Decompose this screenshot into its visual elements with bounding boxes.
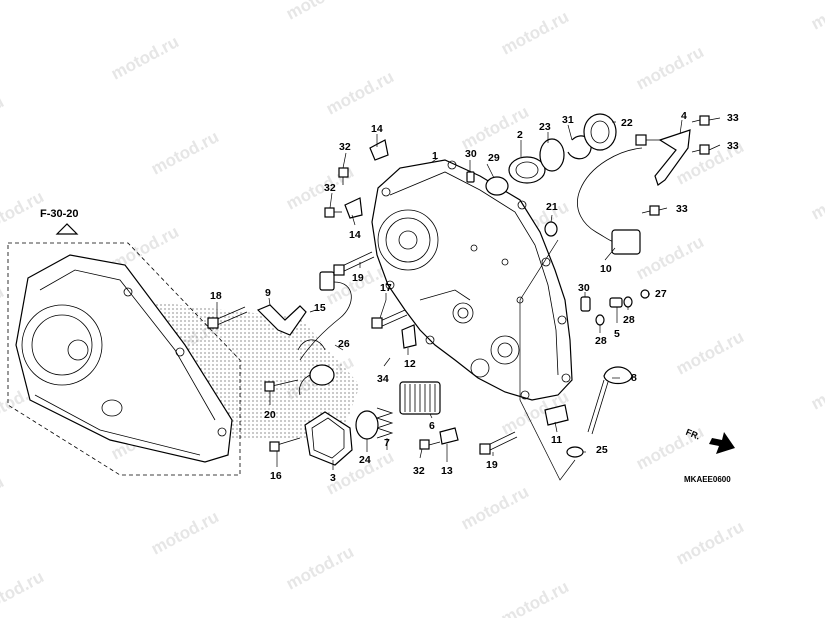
front-arrow-icon — [709, 432, 735, 454]
callout-number: 19 — [352, 272, 364, 284]
diagram-code: MKAEE0600 — [684, 475, 731, 484]
callout-number: 7 — [384, 437, 390, 449]
watermark-text: motod.ru — [108, 32, 182, 83]
callout-number: 11 — [551, 434, 562, 446]
callout-number: 3 — [330, 472, 336, 484]
callout-number: 15 — [314, 302, 326, 314]
bolts — [207, 115, 710, 455]
callout-number: 14 — [371, 123, 383, 135]
callout-number: 20 — [264, 409, 276, 421]
callout-number: 13 — [441, 465, 453, 477]
callout-number: 28 — [595, 335, 607, 347]
callout-number: 24 — [359, 454, 371, 466]
left-cover — [15, 254, 233, 463]
watermark-text: motod.ru — [808, 362, 825, 413]
callout-number: 8 — [631, 372, 637, 384]
callout-number: 31 — [562, 114, 574, 126]
callout-number: 30 — [465, 148, 477, 160]
callout-number: 9 — [265, 287, 271, 299]
oil-filter — [399, 381, 441, 415]
dipstick — [566, 366, 633, 458]
callout-number: 4 — [681, 110, 687, 122]
watermark-text: motod.ru — [148, 507, 222, 558]
o-ring-24 — [355, 410, 379, 440]
callout-number: 27 — [655, 288, 667, 300]
callout-number: 26 — [338, 338, 350, 350]
watermark-text: motod.ru — [808, 172, 825, 223]
watermark-text: motod.ru — [673, 327, 747, 378]
watermark-text: motod.ru — [458, 482, 532, 533]
callout-number: 32 — [324, 182, 336, 194]
callout-number: 12 — [404, 358, 416, 370]
small-brackets — [344, 139, 569, 445]
callout-number: 17 — [380, 282, 392, 294]
sensor — [297, 271, 352, 396]
callout-number: 6 — [429, 420, 435, 432]
watermark-text: motod.ru — [633, 42, 707, 93]
reference-boundary — [7, 242, 241, 476]
callout-number: 21 — [546, 201, 558, 213]
spring — [375, 407, 394, 439]
watermark-text: motod.ru — [283, 542, 357, 593]
watermark-text: motod.ru — [633, 232, 707, 283]
callout-number: 33 — [727, 140, 739, 152]
callout-number: 19 — [486, 459, 498, 471]
callout-number: 32 — [413, 465, 425, 477]
watermark-text: motod.ru — [0, 92, 7, 143]
bracket — [256, 304, 307, 336]
watermark-text: motod.ru — [148, 127, 222, 178]
callout-number: 10 — [600, 263, 612, 275]
callout-number: 28 — [623, 314, 635, 326]
callout-number: 33 — [727, 112, 739, 124]
rings-bearing — [485, 113, 617, 237]
callout-number: 16 — [270, 470, 282, 482]
reference-label: F-30-20 — [40, 208, 79, 220]
callout-number: 5 — [614, 328, 620, 340]
watermark-text: motod.ru — [283, 0, 357, 24]
watermark-text: motod.ru — [323, 67, 397, 118]
leader-lines — [216, 117, 721, 481]
callout-number: 25 — [596, 444, 608, 456]
watermark-text: motod.ru — [673, 517, 747, 568]
callout-number: 2 — [517, 129, 523, 141]
callout-number: 14 — [349, 229, 361, 241]
reference-up-arrow-icon — [55, 223, 79, 235]
watermark-text: motod.ru — [808, 0, 825, 34]
callout-number: 22 — [621, 117, 633, 129]
callout-number: 1 — [432, 150, 438, 162]
callout-number: 30 — [578, 282, 590, 294]
callout-number: 32 — [339, 141, 351, 153]
callout-number: 23 — [539, 121, 551, 133]
watermark-text: motod.ru — [0, 282, 7, 333]
watermark-text: motod.ru — [0, 472, 7, 523]
watermark-text: motod.ru — [498, 7, 572, 58]
callout-number: 34 — [377, 373, 389, 385]
callout-layer: 1 2 3 4 5 6 7 8 9 10 11 12 13 14 14 15 1… — [210, 110, 739, 484]
wire-harness — [577, 129, 691, 255]
callout-number: 33 — [676, 203, 688, 215]
callout-number: 18 — [210, 290, 222, 302]
watermark-text: motod.ru — [498, 577, 572, 618]
callout-number: 29 — [488, 152, 500, 164]
watermark-text: motod.ru — [0, 567, 47, 618]
crankcase-cover — [371, 159, 573, 401]
cover-3 — [304, 411, 353, 466]
